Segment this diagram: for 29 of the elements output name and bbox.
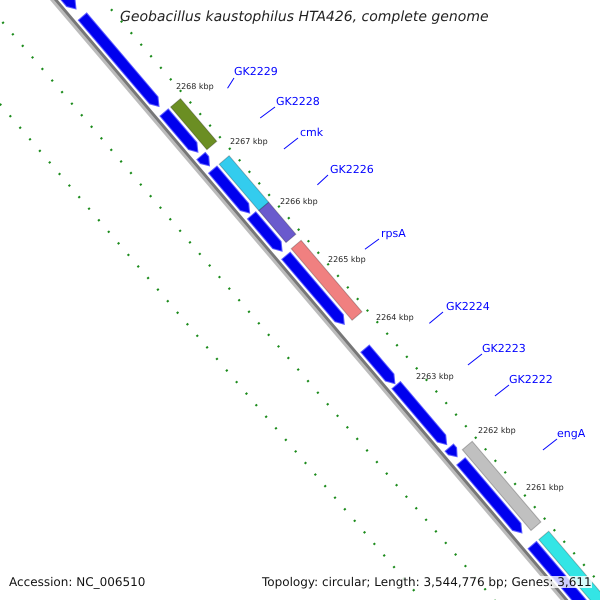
leader-line (428, 312, 444, 324)
leader-line (364, 238, 380, 250)
tick-label: 2267 kbp (230, 138, 268, 146)
gene-label: GK2229 (234, 66, 278, 77)
tick-label: 2263 kbp (416, 373, 454, 381)
leader-line (467, 354, 482, 366)
genome-stats-text: Topology: circular; Length: 3,544,776 bp; Genes: 3,611 (262, 576, 592, 588)
gene-label: GK2222 (509, 374, 553, 385)
gene-label: cmk (300, 127, 324, 138)
gene-label: engA (557, 428, 586, 439)
tick-label: 2266 kbp (280, 198, 318, 206)
tick-label: 2268 kbp (176, 83, 214, 91)
gene-label: GK2226 (330, 164, 374, 175)
gene-label: GK2224 (446, 301, 490, 312)
leader-line (494, 384, 510, 397)
tick-label: 2264 kbp (376, 314, 414, 322)
tick-label: 2265 kbp (328, 256, 366, 264)
title: Geobacillus kaustophilus HTA426, complete genome (120, 10, 489, 24)
tick-label: 2262 kbp (478, 427, 516, 435)
accession-text: Accession: NC_006510 (9, 576, 146, 588)
tick-label: 2261 kbp (526, 484, 564, 492)
gene-label: GK2223 (482, 343, 526, 354)
leader-line (260, 106, 276, 119)
leader-line (316, 174, 328, 186)
leader-line (283, 138, 298, 150)
leader-line (227, 78, 234, 89)
gene-label: rpsA (381, 228, 406, 239)
gene-label: GK2228 (276, 96, 320, 107)
leader-line (542, 438, 558, 451)
